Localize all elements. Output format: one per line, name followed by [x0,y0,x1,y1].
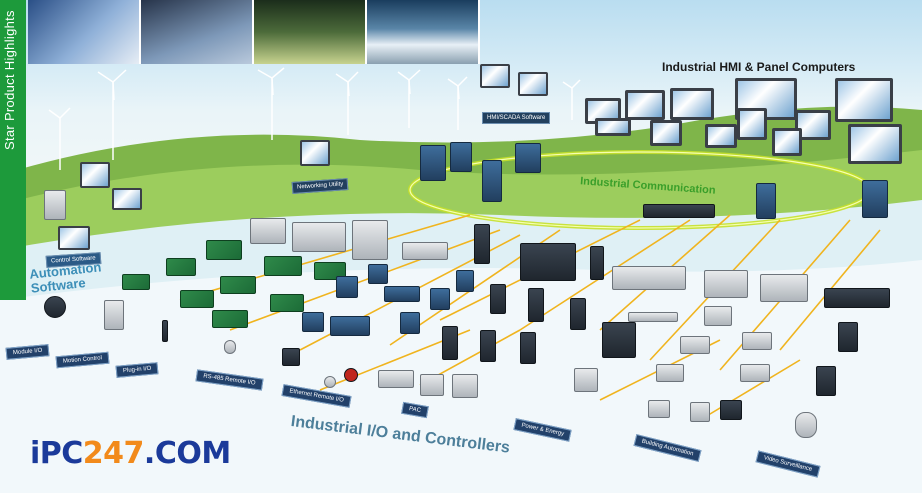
building-controller-1 [704,306,732,326]
side-title: Star Product Highlights [2,10,17,150]
remote-io-3 [384,286,420,302]
plugin-card-4 [220,276,256,294]
flow-meter [690,402,710,422]
pac-controller-rack [520,243,576,281]
plugin-card-7 [270,294,304,312]
alarm-light [344,368,358,382]
panel-computer-6 [650,120,682,146]
software-box-1 [44,190,66,220]
ethernet-switch-6 [862,180,888,218]
panel-computer-11 [772,128,802,156]
panel-computer-10 [848,124,902,164]
building-controller-4 [656,364,684,382]
panel-computer-12 [595,118,631,136]
valve-device [420,374,444,396]
plugin-card-9 [314,262,346,280]
panel-computer-3 [670,88,714,120]
energy-meter [574,368,598,392]
embedded-computer [402,242,448,260]
photo-strip [28,0,480,64]
network-utility-screen [300,140,330,166]
device-server-rack [643,204,715,218]
scada-software-tag: HMI/SCADA Software [482,112,551,124]
sensor-unit [648,400,670,418]
remote-io-4 [430,288,450,310]
side-band: Star Product Highlights [0,0,26,300]
ip-camera [795,412,817,438]
plugin-card-8 [212,310,248,328]
panel-computer-7 [705,124,737,148]
plugin-card-2 [166,258,196,276]
industrial-pc-2 [292,222,346,252]
plugin-card-3 [264,256,302,276]
remote-io-6 [330,316,370,336]
temperature-controller [282,348,300,366]
plugin-card-6 [180,290,214,308]
ethernet-switch-2 [450,142,472,172]
io-enclosure [452,374,478,398]
controller-unit-2 [760,274,808,302]
software-screen-2 [112,188,142,210]
pac-module-d [442,326,458,360]
power-display [720,400,742,420]
software-screen-3 [58,226,90,250]
ethernet-switch-3 [482,160,502,202]
headset-device [44,296,66,318]
video-encoder [816,366,836,396]
industrial-pc-3 [352,220,388,260]
ethernet-switch-5 [756,183,776,219]
remote-io-8 [456,270,474,292]
building-controller-2 [680,336,710,354]
power-meter [602,322,636,358]
pac-module-f [520,332,536,364]
train-photo [254,0,367,64]
software-screen-1 [80,162,110,188]
hmi-heading: Industrial HMI & Panel Computers [662,60,856,74]
pac-module-e [480,330,496,362]
pac-module-b [528,288,544,322]
remote-io-5 [302,312,324,332]
remote-io-7 [400,312,420,334]
video-server [838,322,858,352]
building-photo [141,0,254,64]
ethernet-switch-4 [515,143,541,173]
energy-module [628,312,678,322]
ethernet-switch-1 [420,145,446,181]
remote-io-2 [368,264,388,284]
dam-photo [367,0,480,64]
logo-part-247: 247 [82,436,145,471]
din-rail-pc [474,224,490,264]
scada-screen-2 [518,72,548,96]
remote-io-1 [336,276,358,298]
scada-screen-1 [480,64,510,88]
building-controller-5 [740,364,770,382]
logo-part-ipc: iPC [30,436,83,471]
pac-module-c [570,298,586,330]
industrial-pc-1 [250,218,286,244]
signal-tower [162,320,168,342]
solar-panel-photo [28,0,141,64]
panel-computer-8 [737,108,767,140]
building-controller-3 [742,332,772,350]
plugin-card-5 [122,274,150,290]
network-video-recorder [824,288,890,308]
ipc247-logo: iPC247.COM [30,436,231,472]
panel-computer-2 [625,90,665,120]
plugin-card-1 [206,240,242,260]
motor-device [104,300,124,330]
gauge-device [224,340,236,354]
pump-device [378,370,414,388]
pac-module [590,246,604,280]
alarm-device [324,376,336,388]
controller-unit-1 [704,270,748,298]
panel-computer-5 [835,78,893,122]
pac-module-a [490,284,506,314]
gateway-unit [612,266,686,290]
logo-part-com: .COM [143,436,231,471]
